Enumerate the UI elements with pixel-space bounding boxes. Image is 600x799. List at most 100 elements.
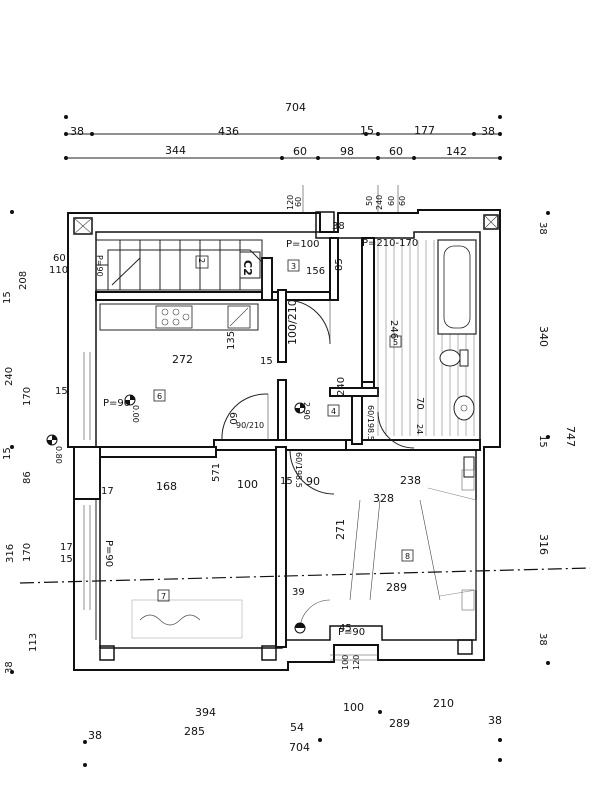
dim-right-1: 340: [537, 326, 550, 347]
dim-in-14: 571: [211, 463, 222, 482]
dim-bottom-7: 704: [289, 741, 310, 754]
dim-in-1: 156: [306, 266, 325, 277]
dim-bottom-4: 285: [184, 725, 205, 738]
dim-left-9: 86: [22, 471, 33, 484]
dim-left-8: 15: [2, 447, 13, 460]
dim-top-r2-0: 344: [165, 144, 186, 157]
dim-left-10: 170: [60, 542, 79, 553]
dim-left-13: 113: [28, 633, 39, 652]
door-swings: [95, 299, 415, 640]
dim-in-10: 70: [414, 397, 425, 410]
room-3-label: 3: [291, 262, 296, 271]
dim-tv-0: 60: [294, 197, 303, 207]
dim-in-3: 246: [388, 320, 399, 339]
dim-in-22: 328: [373, 492, 394, 505]
dim-in-13: 60: [227, 412, 238, 425]
dim-bottom-9: 100: [341, 655, 350, 670]
dim-left-7: 150: [55, 386, 74, 397]
staircase: C2 2 P=90: [95, 239, 263, 291]
dim-bottom-0: 394: [195, 706, 216, 719]
dim-in-25: 39: [292, 587, 305, 598]
level-b: 2.90: [302, 402, 311, 420]
dim-tv-3: 50: [365, 196, 374, 206]
level-c: 0.80: [54, 446, 63, 464]
dim-tv-1: 120: [286, 195, 295, 210]
level-a: 0.00: [131, 405, 140, 423]
kitchen-fittings: [99, 303, 259, 331]
dim-top-r1-4: 38: [481, 125, 495, 138]
dim-top-r2-1: 60: [293, 145, 307, 158]
top-dimensions: 704 38 436 15 177 38 344 60 98 60 142 60…: [64, 101, 502, 215]
dim-left-14: 38: [4, 661, 15, 674]
dim-in-26: 45: [339, 623, 352, 634]
walls: [67, 209, 501, 671]
dim-top-r2-3: 60: [389, 145, 403, 158]
room-7-label: 7: [161, 592, 166, 601]
dim-right-2: 747: [564, 426, 577, 447]
dim-top-r2-2: 98: [340, 145, 354, 158]
dim-top-r2-4: 142: [446, 145, 467, 158]
dim-in-7: 100/210: [286, 299, 299, 345]
room-4-label: 4: [331, 407, 336, 416]
dim-in-8: 240: [336, 377, 347, 396]
dim-in-2: 85: [334, 258, 345, 271]
dim-bottom-1: 100: [343, 701, 364, 714]
dim-right-3: 15: [537, 435, 548, 448]
dim-in-11: 24: [415, 424, 424, 434]
dim-top-total: 704: [285, 101, 306, 114]
section-line: [19, 567, 591, 584]
dim-right-5: 38: [537, 633, 548, 646]
dim-left-11: 150: [60, 554, 79, 565]
stair-p90: P=90: [95, 255, 104, 277]
dim-bottom-8: 38: [88, 729, 102, 742]
dim-bottom-5: 54: [290, 721, 304, 734]
dim-in-24: 289: [386, 581, 407, 594]
dim-in-0: 38: [332, 221, 345, 232]
dim-in-21: 238: [400, 474, 421, 487]
dim-in-23: 271: [334, 519, 347, 540]
level-marker-icon: [124, 394, 136, 406]
bedroom-furniture: [131, 469, 477, 639]
bathroom: [377, 239, 477, 436]
dim-top-r1-1: 436: [218, 125, 239, 138]
right-dimensions: 38 340 747 15 316 38: [537, 211, 577, 665]
room-5-label: 5: [393, 338, 398, 347]
dim-left-6: 170: [22, 387, 33, 406]
level-marker-icon: [294, 402, 306, 414]
interior-dimensions: 38 156 85 246 272 135 15 100/210 240 60/…: [101, 221, 425, 634]
label-p90-bottom: P=90: [338, 627, 365, 638]
dim-in-17: 17: [101, 486, 114, 497]
dim-in-18: 15: [280, 476, 293, 487]
dim-bottom-2: 210: [433, 697, 454, 710]
dim-in-5: 135: [226, 331, 237, 350]
dim-in-4: 272: [172, 353, 193, 366]
stair-label: C2: [241, 260, 254, 276]
dim-right-0: 38: [537, 222, 548, 235]
dim-left-3: 208: [18, 271, 29, 290]
dim-in-15: 100: [237, 478, 258, 491]
level-marker-icon: [46, 434, 58, 446]
dim-left-12: 316: [5, 544, 16, 563]
dim-bottom-10: 120: [352, 655, 361, 670]
room-8-label: 8: [405, 552, 410, 561]
dim-top-r1-2: 15: [360, 124, 374, 137]
dim-bottom-3: 38: [488, 714, 502, 727]
level-markers: 0.00 2.90 0.80: [46, 394, 311, 634]
dim-bottom-6: 289: [389, 717, 410, 730]
dim-tv-5: 60: [398, 196, 407, 206]
dim-tv-2: 240: [375, 195, 384, 210]
dim-in-6: 15: [260, 356, 273, 367]
dim-in-20: 60/198.5: [294, 452, 303, 488]
bottom-dimensions: 394 100 210 38 285 54 289 704 38 100 120: [83, 655, 502, 767]
dim-left-5: 240: [4, 367, 15, 386]
dim-left-1: 60: [53, 253, 66, 264]
dim-left-4: 15: [2, 291, 13, 304]
north-marker-icon: [294, 622, 306, 634]
room-labels: P=100 P=210-170 P=90 P=90 P=90 3 4 5 6 7…: [103, 238, 418, 638]
dim-top-r1-0: 38: [70, 125, 84, 138]
dim-in-9: 60/198.5: [366, 405, 375, 441]
dim-in-19: 90: [306, 475, 320, 488]
dim-right-4: 316: [537, 534, 550, 555]
label-p90-living: P=90: [103, 398, 130, 409]
